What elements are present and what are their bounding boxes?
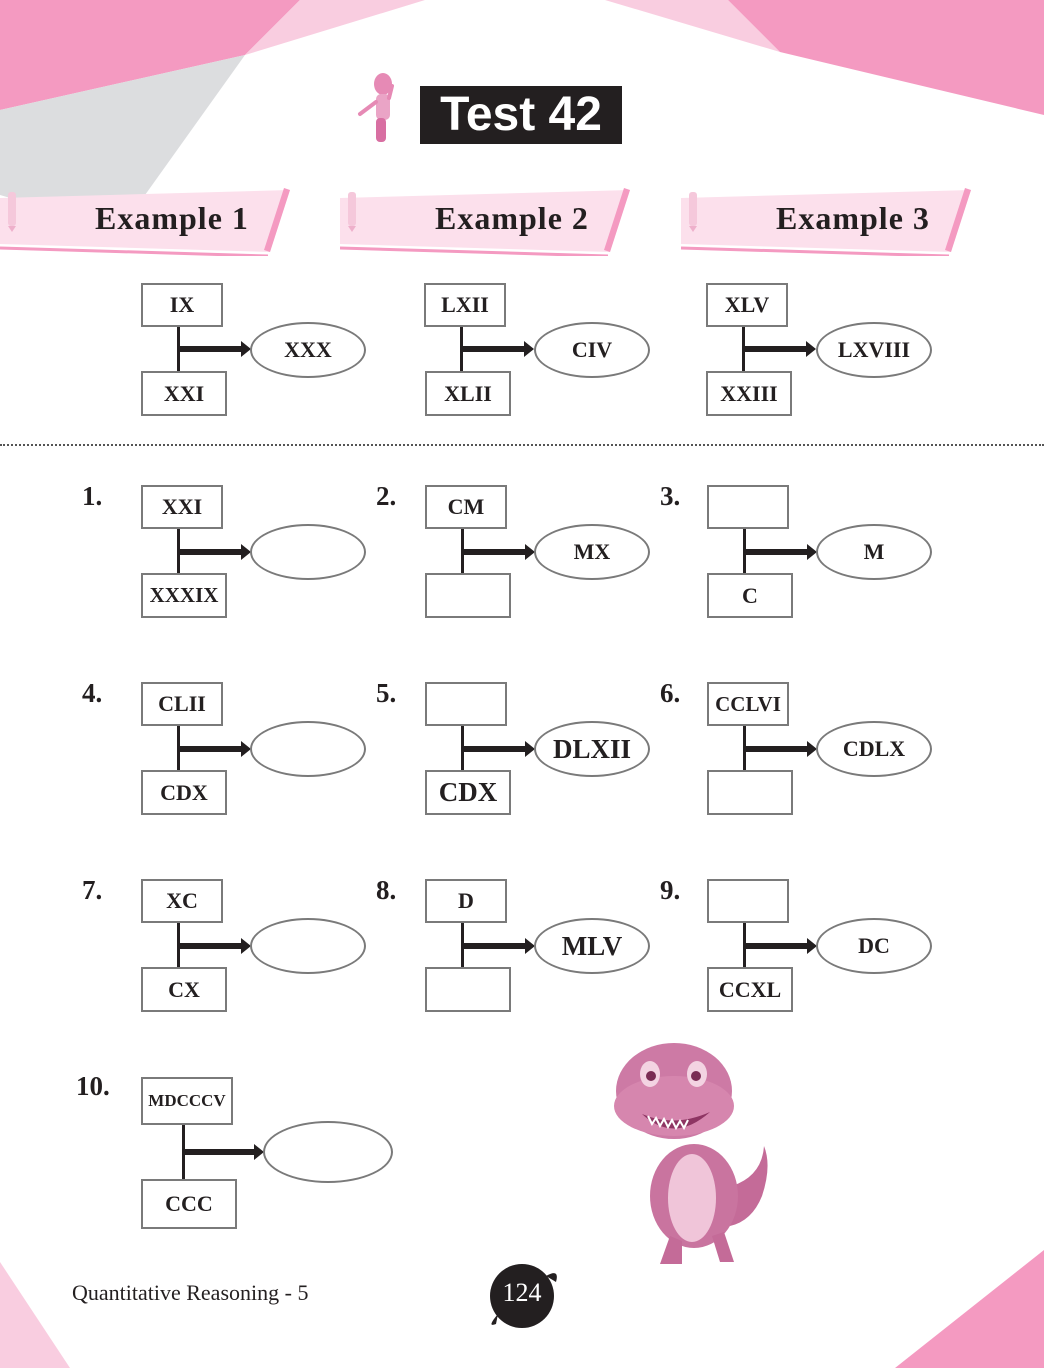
result-oval: XXX <box>250 322 366 378</box>
connector-line <box>743 529 746 573</box>
result-oval: CIV <box>534 322 650 378</box>
top-box: XC <box>141 879 223 923</box>
connector-line <box>177 327 180 371</box>
question-number: 3. <box>660 481 681 511</box>
question-number: 2. <box>376 481 397 511</box>
arrow-icon <box>464 741 535 757</box>
arrow-icon <box>464 544 535 560</box>
top-box[interactable] <box>707 879 789 923</box>
bottom-box: CCC <box>141 1179 237 1229</box>
dotted-divider <box>0 444 1044 446</box>
arrow-icon <box>745 341 816 357</box>
page-number: 124 <box>502 1278 542 1307</box>
result-oval[interactable] <box>250 918 366 974</box>
top-box[interactable] <box>707 485 789 529</box>
page-badge-icon <box>490 1264 557 1328</box>
question-number: 4. <box>82 678 103 708</box>
connector-line <box>743 923 746 967</box>
bottom-box[interactable] <box>425 967 511 1012</box>
result-oval[interactable] <box>250 524 366 580</box>
question-number: 9. <box>660 875 681 905</box>
bottom-box: XXIII <box>706 371 792 416</box>
top-box: MDCCCV <box>141 1077 233 1125</box>
example-label: Example 3 <box>776 200 930 236</box>
top-box: LXII <box>424 283 506 327</box>
top-box: XLV <box>706 283 788 327</box>
bottom-box: XXI <box>141 371 227 416</box>
book-title: Quantitative Reasoning - 5 <box>72 1280 309 1305</box>
example-label: Example 2 <box>435 200 589 236</box>
result-oval: DLXII <box>534 721 650 777</box>
result-oval: DC <box>816 918 932 974</box>
result-oval: M <box>816 524 932 580</box>
connector-line <box>461 726 464 770</box>
result-oval: LXVIII <box>816 322 932 378</box>
connector-line <box>742 327 745 371</box>
question-number: 8. <box>376 875 397 905</box>
arrow-icon <box>746 544 817 560</box>
top-box: CLII <box>141 682 223 726</box>
connector-line <box>177 726 180 770</box>
bottom-box[interactable] <box>425 573 511 618</box>
question-number: 6. <box>660 678 681 708</box>
arrow-icon <box>746 741 817 757</box>
top-box: IX <box>141 283 223 327</box>
bottom-box: XXXIX <box>141 573 227 618</box>
girl-mascot-icon <box>358 73 394 142</box>
page-title: Test 42 <box>420 86 622 144</box>
example-banner-1: Example 1 <box>0 188 290 256</box>
question-number: 10. <box>76 1071 110 1101</box>
bottom-box: CDX <box>425 770 511 815</box>
bottom-box: CX <box>141 967 227 1012</box>
example-banner-3: Example 3 <box>681 188 971 256</box>
result-oval[interactable] <box>263 1121 393 1183</box>
example-banner-2: Example 2 <box>340 188 630 256</box>
connector-line <box>177 923 180 967</box>
result-oval[interactable] <box>250 721 366 777</box>
arrow-icon <box>180 544 251 560</box>
question-number: 1. <box>82 481 103 511</box>
bottom-box: CCXL <box>707 967 793 1012</box>
bottom-box: CDX <box>141 770 227 815</box>
arrow-icon <box>185 1144 264 1160</box>
arrow-icon <box>463 341 534 357</box>
arrow-icon <box>180 741 251 757</box>
top-box: D <box>425 879 507 923</box>
question-number: 7. <box>82 875 103 905</box>
arrow-icon <box>180 341 251 357</box>
top-box: CCLVI <box>707 682 789 726</box>
pencil-mascot-icon <box>689 192 697 232</box>
connector-line <box>177 529 180 573</box>
bottom-box: C <box>707 573 793 618</box>
result-oval: MX <box>534 524 650 580</box>
connector-line <box>460 327 463 371</box>
connector-line <box>182 1125 185 1179</box>
bottom-box[interactable] <box>707 770 793 815</box>
arrow-icon <box>746 938 817 954</box>
top-box: XXI <box>141 485 223 529</box>
arrow-icon <box>180 938 251 954</box>
result-oval: CDLX <box>816 721 932 777</box>
connector-line <box>461 529 464 573</box>
example-label: Example 1 <box>95 200 249 236</box>
pencil-mascot-icon <box>348 192 356 232</box>
pencil-mascot-icon <box>8 192 16 232</box>
top-box[interactable] <box>425 682 507 726</box>
connector-line <box>461 923 464 967</box>
arrow-icon <box>464 938 535 954</box>
top-box: CM <box>425 485 507 529</box>
connector-line <box>743 726 746 770</box>
question-number: 5. <box>376 678 397 708</box>
bottom-box: XLII <box>425 371 511 416</box>
result-oval: MLV <box>534 918 650 974</box>
dinosaur-mascot-icon <box>614 1043 768 1264</box>
